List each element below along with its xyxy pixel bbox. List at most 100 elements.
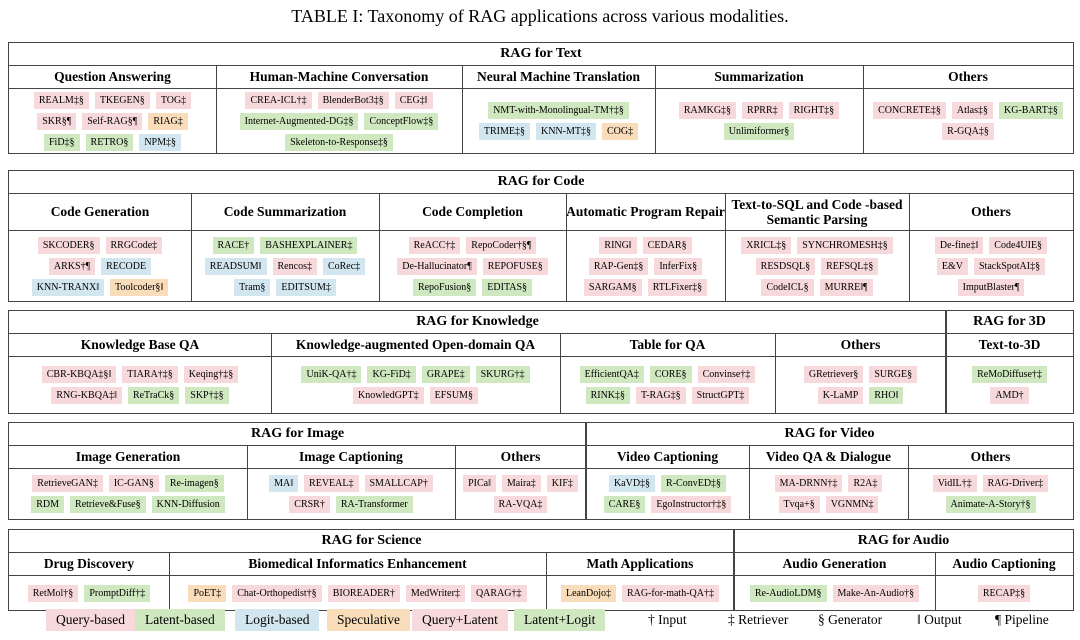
legend-symbol-generator: § Generator — [818, 612, 883, 627]
method-list: Re-AudioLDM§ Make-An-Audio†§ — [734, 576, 935, 610]
column-divider — [271, 333, 272, 413]
method-chip-structgpt: StructGPT‡ — [691, 387, 750, 404]
legend-chip-latent-logit: Latent+Logit — [514, 609, 606, 631]
method-chip-re-audioldm: Re-AudioLDM§ — [749, 584, 827, 602]
category-header: Human-Machine Conversation — [216, 65, 462, 89]
category-header: Image Captioning — [247, 445, 455, 469]
method-chip-grape: GRAPE‡ — [421, 366, 470, 383]
method-chip-stackspotai: StackSpotAI‡§ — [974, 257, 1046, 275]
method-chip-rng-kbqa: RNG-KBQA‡‖ — [51, 387, 122, 404]
column-divider — [560, 333, 561, 413]
method-chip-k-lamp: K-LaMP — [817, 387, 864, 404]
method-chip-kavd: KaVD‡§ — [608, 475, 656, 492]
method-list: PICa‖Maira‡KIF‡RA-VQA‡ — [455, 469, 586, 519]
column-divider — [749, 445, 750, 519]
method-chip-code4uie: Code4UIE§ — [989, 236, 1048, 254]
method-list: MA‖REVEAL‡SMALLCAP†CRSR†RA-Transformer — [247, 469, 455, 519]
method-chip-reveal: REVEAL‡ — [304, 475, 359, 492]
method-chip-kg-bart: KG-BART‡§ — [999, 102, 1063, 119]
column-divider — [462, 65, 463, 153]
method-chip-kif: KIF‡ — [546, 475, 578, 492]
method-chip-tram: Tram§ — [234, 278, 271, 296]
legend-chip-query-based: Query-based — [46, 609, 135, 631]
method-chip-realm: REALM‡§ — [33, 91, 89, 109]
method-chip-efsum: EFSUM§ — [429, 387, 478, 404]
method-chip-qarag: QARAG†‡ — [470, 584, 527, 602]
method-list: RetMol†§PromptDiff†‡ — [9, 576, 169, 610]
method-chip-toolcoder: Toolcoder§‖ — [110, 278, 169, 296]
method-chip-rag-for-math-qa: RAG-for-math-QA†‡ — [621, 584, 719, 602]
legend-chip-logit-based: Logit-based — [235, 609, 320, 631]
method-chip-recap: RECAP‡§ — [977, 584, 1031, 602]
legend-chip-speculative: Speculative — [327, 609, 410, 631]
method-chip-imputblaster: ImputBlaster¶ — [957, 278, 1025, 296]
method-chip-make-an-audio: Make-An-Audio†§ — [832, 584, 920, 602]
method-chip-ma: MA‖ — [269, 475, 299, 492]
method-chip-ra-vqa: RA-VQA‡ — [493, 496, 548, 513]
method-chip-convinse: Convinse†‡ — [697, 366, 756, 383]
method-chip-unlimiformer: Unlimiformer§ — [723, 123, 795, 140]
legend-symbol-retriever: ‡ Retriever — [728, 612, 789, 627]
method-chip-amd: AMD† — [990, 387, 1029, 404]
method-chip-repofuse: REPOFUSE§ — [482, 257, 548, 275]
method-chip-cedar: CEDAR§ — [642, 236, 692, 254]
method-list: KaVD‡§R-ConvED‡§CARE§EgoInstructor†‡§ — [586, 469, 749, 519]
method-chip-r-gqa: R-GQA‡§ — [942, 123, 994, 140]
method-chip-cbr-kbqa: CBR-KBQA‡§‖ — [41, 366, 117, 383]
method-chip-trime: TRIME‡§ — [478, 123, 530, 140]
method-list: REALM‡§TKEGEN§TOG‡SKR§¶Self-RAG§¶RIAG‡Fi… — [9, 89, 216, 153]
method-chip-rdm: RDM — [31, 496, 65, 513]
category-header: Audio Captioning — [935, 552, 1073, 576]
category-header: Others — [908, 445, 1073, 469]
method-chip-race: RACE† — [212, 236, 255, 254]
method-chip-core: CORE§ — [649, 366, 692, 383]
column-divider — [909, 193, 910, 301]
method-chip-crsr: CRSR† — [289, 496, 330, 513]
method-chip-reacc: ReACC†‡ — [408, 236, 461, 254]
category-header: Text-to-SQL and Code -based Semantic Par… — [725, 193, 909, 231]
method-chip-keqing: Keqing†‡§ — [183, 366, 239, 383]
column-divider — [247, 445, 248, 519]
method-chip-corec: CoRec‡ — [322, 257, 366, 275]
method-chip-medwriter: MedWriter‡ — [405, 584, 465, 602]
method-chip-efficientqa: EfficientQA‡ — [579, 366, 644, 383]
column-divider — [655, 65, 656, 153]
method-chip-skr: SKR§¶ — [37, 112, 77, 130]
category-header: Knowledge Base QA — [9, 333, 271, 357]
legend-chip-latent-based: Latent-based — [135, 609, 225, 631]
method-chip-retro: RETRO§ — [85, 133, 134, 151]
method-list: RING‖CEDAR§RAP-Gen‡§InferFix§SARGAM§RTLF… — [566, 231, 725, 301]
method-chip-skurg: SKURG†‡ — [475, 366, 530, 383]
method-chip-ring: RING‖ — [599, 236, 637, 254]
method-chip-blenderbot3: BlenderBot3‡§ — [317, 91, 389, 109]
method-list: ReMoDiffuse†‡AMD† — [946, 357, 1073, 413]
column-divider — [216, 65, 217, 153]
method-chip-vgnmn: VGNMN‡ — [825, 496, 879, 513]
method-chip-tiara: TIARA†‡§ — [122, 366, 178, 383]
method-chip-vidil: VidIL†‡ — [932, 475, 977, 492]
method-chip-knn-tranx: KNN-TRANX‖ — [31, 278, 105, 296]
method-chip-editas: EDITAS§ — [482, 278, 533, 296]
section-title: RAG for 3D — [946, 311, 1073, 334]
method-list: MA-DRNN†‡R2A‡Tvqa+§VGNMN‡ — [749, 469, 908, 519]
category-header: Math Applications — [546, 552, 734, 576]
method-chip-skp: SKP†‡§ — [185, 387, 229, 404]
method-chip-kg-fid: KG-FiD‡ — [367, 366, 416, 383]
method-chip-retrievegan: RetrieveGAN‡ — [32, 475, 103, 492]
category-header: Code Completion — [379, 193, 566, 231]
method-chip-repofusion: RepoFusion§ — [412, 278, 477, 296]
table-caption: TABLE I: Taxonomy of RAG applications ac… — [291, 6, 789, 26]
method-list: RACE†BASHEXPLAINER‡READSUM‖Rencos‡CoRec‡… — [191, 231, 379, 301]
column-divider — [775, 333, 776, 413]
method-chip-rap-gen: RAP-Gen‡§ — [588, 257, 649, 275]
category-header: Others — [775, 333, 946, 357]
method-chip-animate-a-story: Animate-A-Story†§ — [945, 496, 1036, 513]
column-divider — [169, 552, 170, 610]
method-chip-synchromesh: SYNCHROMESH‡§ — [797, 236, 893, 254]
